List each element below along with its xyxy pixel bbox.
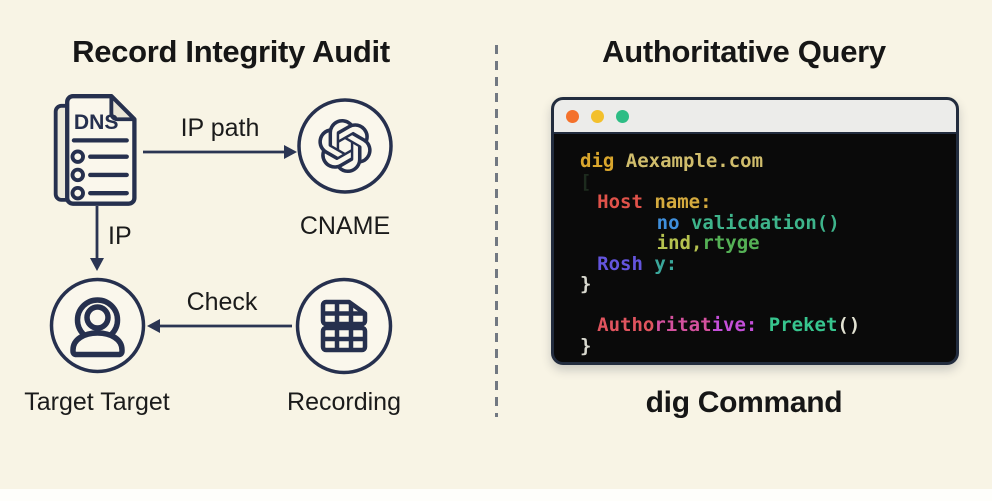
openai-logo-icon <box>297 98 393 194</box>
code-line: } <box>580 334 592 357</box>
target-label: Target Target <box>24 388 170 416</box>
traffic-light-green <box>616 109 629 123</box>
arrow-ip-path-label: IP path <box>180 114 260 142</box>
dns-document-icon: DNS <box>53 94 137 206</box>
terminal-body: dig Aexample.com[Host name:no valicdatio… <box>554 134 956 356</box>
code-line: no valicdation() <box>656 211 840 234</box>
code-line: Rosh y: <box>597 252 678 275</box>
code-line: [ <box>580 170 592 193</box>
traffic-light-red <box>566 109 579 123</box>
arrow-ip-path <box>143 145 297 159</box>
traffic-lights <box>566 109 629 123</box>
terminal-code: dig Aexample.com[Host name:no valicdatio… <box>580 151 956 356</box>
arrow-check <box>147 319 292 333</box>
traffic-light-yellow <box>591 109 604 123</box>
code-line <box>580 295 956 316</box>
code-line: Authoritative: Preket() <box>597 314 861 336</box>
terminal-window: dig Aexample.com[Host name:no valicdatio… <box>551 97 959 365</box>
left-panel-title: Record Integrity Audit <box>72 34 390 69</box>
dns-icon-label: DNS <box>74 111 119 134</box>
terminal-titlebar <box>554 100 956 134</box>
code-line: dig Aexample.com <box>580 150 764 172</box>
arrow-ip <box>90 206 104 271</box>
records-table-icon <box>295 277 393 375</box>
code-line: } <box>580 273 592 295</box>
dig-command-caption: dig Command <box>645 386 843 419</box>
bottom-edge <box>0 489 992 501</box>
user-icon <box>49 277 146 374</box>
cname-label: CNAME <box>299 212 391 240</box>
arrow-check-label: Check <box>186 288 258 316</box>
panel-divider <box>495 45 498 417</box>
recording-label: Recording <box>287 388 401 416</box>
code-line: ind,rtyge <box>656 232 760 254</box>
code-line: Host name: <box>597 191 712 213</box>
arrow-ip-label: IP <box>108 222 132 250</box>
right-panel-title: Authoritative Query <box>602 34 886 69</box>
